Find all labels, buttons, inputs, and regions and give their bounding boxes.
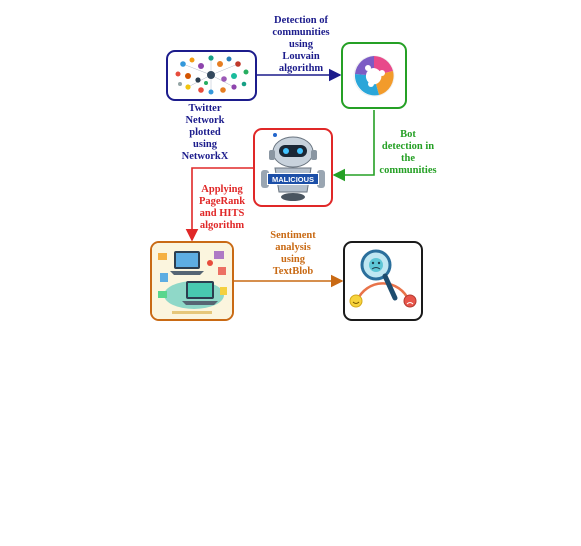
- malicious-badge: MALICIOUS: [267, 173, 319, 185]
- pagerank-label-line: algorithm: [199, 220, 245, 231]
- twitter-label-line: using: [193, 139, 217, 150]
- detection-label-line: using: [289, 39, 313, 50]
- community-node: [341, 42, 407, 109]
- detection-label-line: Louvain: [282, 51, 320, 62]
- bot-node: MALICIOUS: [253, 128, 333, 207]
- bot-detection-label-line: communities: [379, 165, 437, 176]
- analytics-laptop-icon: [152, 243, 232, 319]
- malicious-robot-icon: [261, 133, 325, 201]
- detection-label-line: communities: [272, 27, 330, 38]
- pagerank-label-line: and HITS: [199, 208, 245, 219]
- twitter-label-line: Network: [185, 115, 225, 126]
- twitter-label-line: Twitter: [188, 103, 222, 114]
- twitter-label-line: plotted: [189, 127, 221, 138]
- twitter-label-line: NetworkX: [181, 151, 229, 162]
- sentiment-magnifier-icon: [349, 249, 417, 308]
- sentiment-node: [343, 241, 423, 321]
- detection-label-line: Detection of: [274, 15, 328, 26]
- sentiment-label-line: Sentiment: [270, 230, 316, 241]
- detection-label-line: algorithm: [278, 63, 324, 74]
- bot-detection-label: Bot detection in the communities: [376, 129, 440, 177]
- twitter-label: Twitter Network plotted using NetworkX: [172, 103, 238, 163]
- twitter-network-node: [166, 50, 257, 101]
- bot-detection-label-line: Bot: [400, 129, 416, 140]
- arrow-community-to-bot: [332, 110, 375, 182]
- sentiment-label-line: analysis: [275, 242, 311, 253]
- sentiment-label-line: using: [281, 254, 305, 265]
- pagerank-label-line: PageRank: [198, 196, 246, 207]
- pagerank-node: [150, 241, 234, 321]
- pagerank-label: Applying PageRank and HITS algorithm: [194, 184, 250, 232]
- sentiment-label-line: TextBlob: [272, 266, 314, 277]
- detection-label: Detection of communities using Louvain a…: [262, 15, 340, 75]
- bot-detection-label-line: the: [401, 153, 415, 164]
- social-network-icon: [175, 55, 249, 95]
- pagerank-label-line: Applying: [201, 184, 243, 195]
- arrow-bot-to-pagerank: [185, 167, 253, 242]
- community-circle-icon: [353, 55, 395, 97]
- bot-detection-label-line: detection in: [381, 141, 435, 152]
- sentiment-label: Sentiment analysis using TextBlob: [262, 230, 324, 278]
